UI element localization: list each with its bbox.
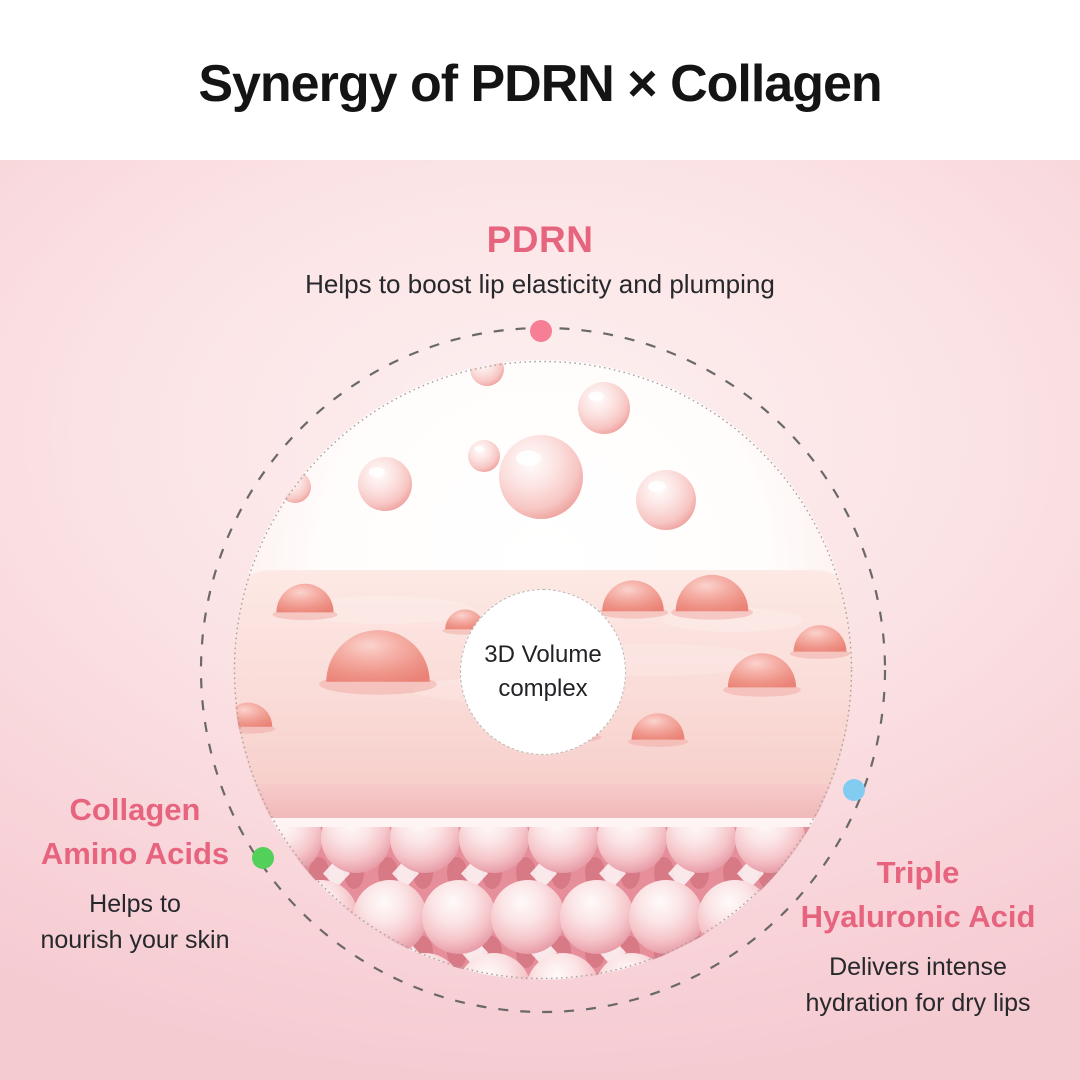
skin-dome bbox=[326, 630, 430, 682]
header: Synergy of PDRN × Collagen bbox=[0, 0, 1080, 160]
serum-bubble bbox=[636, 470, 696, 530]
serum-bubble bbox=[499, 435, 583, 519]
callout-pdrn-description: Helps to boost lip elasticity and plumpi… bbox=[305, 269, 775, 299]
collagen-sphere bbox=[422, 880, 496, 954]
skin-dome bbox=[727, 653, 797, 688]
collagen-sphere bbox=[629, 880, 703, 954]
pdrn-marker-dot bbox=[530, 320, 552, 342]
callout-collagen-amino-acids: Collagen Amino Acids Helps to nourish yo… bbox=[0, 788, 270, 958]
page-title: Synergy of PDRN × Collagen bbox=[198, 55, 882, 113]
callout-hyaluronic-heading: Triple Hyaluronic Acid bbox=[800, 855, 1036, 934]
collagen-sphere bbox=[560, 880, 634, 954]
skin-slab-front-edge bbox=[233, 784, 853, 818]
skin-dome bbox=[276, 583, 334, 613]
serum-bubble bbox=[468, 440, 500, 472]
illustration-dotted-rim bbox=[233, 360, 853, 980]
serum-bubble bbox=[578, 382, 630, 434]
callout-collagen-description: Helps to nourish your skin bbox=[40, 890, 230, 954]
center-badge-label: 3D Volume complex bbox=[484, 641, 602, 702]
collagen-sphere bbox=[457, 953, 531, 980]
serum-bubbles bbox=[279, 360, 696, 530]
collagen-sphere bbox=[526, 953, 600, 980]
callout-collagen-heading: Collagen Amino Acids bbox=[40, 792, 230, 871]
serum-bubble bbox=[358, 457, 412, 511]
center-badge: 3D Volume complex bbox=[460, 589, 626, 755]
collagen-sphere bbox=[491, 880, 565, 954]
callout-pdrn-heading: PDRN bbox=[486, 219, 594, 260]
callout-hyaluronic-description: Delivers intense hydration for dry lips bbox=[805, 953, 1031, 1017]
skin-dome bbox=[675, 574, 749, 612]
skin-dome bbox=[602, 580, 664, 612]
skin-dome bbox=[793, 625, 847, 652]
skin-dome bbox=[631, 713, 685, 740]
slab-seam-highlight bbox=[233, 818, 853, 827]
collagen-marker-dot bbox=[252, 847, 274, 869]
callout-pdrn: PDRN Helps to boost lip elasticity and p… bbox=[0, 218, 1080, 302]
callout-triple-hyaluronic-acid: Triple Hyaluronic Acid Delivers intense … bbox=[768, 851, 1068, 1021]
hyaluronic-marker-dot bbox=[843, 779, 865, 801]
